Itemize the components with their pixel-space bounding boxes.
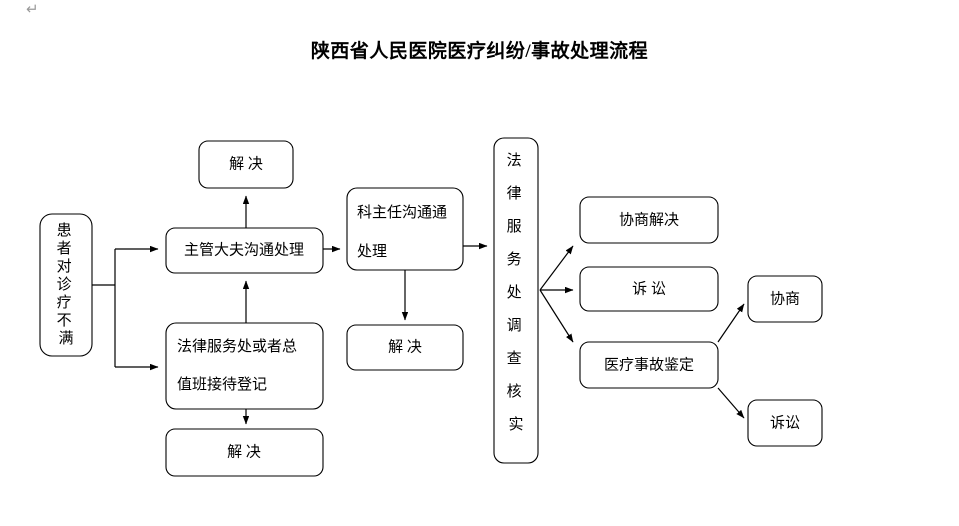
edge-accident-appraisal-negotiate (717, 303, 745, 343)
node-resolve-1-label: 解 决 (229, 155, 263, 172)
node-resolve-2-shape[interactable] (165, 428, 324, 477)
node-negotiate-label: 协商 (770, 290, 800, 307)
page-title: 陕西省人民医院医疗纠纷/事故处理流程 (310, 41, 649, 62)
node-accident-appraisal-shape[interactable] (579, 341, 719, 389)
node-legal-investigation-shape[interactable] (493, 137, 539, 464)
node-accident-appraisal-label: 医疗事故鉴定 (604, 356, 694, 373)
node-resolve-1[interactable]: 解 决 (198, 140, 294, 189)
edge-legal-invest-negotiate-settle (539, 245, 574, 291)
node-director-communication-shape[interactable] (346, 187, 464, 271)
paragraph-mark-icon: ↵ (26, 1, 39, 18)
node-litigation-2-label: 诉讼 (770, 414, 800, 431)
node-doctor-communication-shape[interactable] (165, 227, 324, 274)
node-patient-label: 患 者 对 诊 疗 不 满 (57, 222, 76, 347)
node-resolve-2-label: 解 决 (227, 443, 261, 460)
node-negotiated-settlement[interactable]: 协商解决 (579, 196, 719, 244)
node-litigation-1[interactable]: 诉 讼 (579, 266, 719, 312)
node-resolve-2[interactable]: 解 决 (165, 428, 324, 477)
node-accident-appraisal[interactable]: 医疗事故鉴定 (579, 341, 719, 389)
edge-accident-appraisal-litigation (717, 387, 745, 419)
node-litigation-1-label: 诉 讼 (632, 280, 666, 297)
node-resolve-1-shape[interactable] (198, 140, 294, 189)
node-legal-reception-shape[interactable] (165, 322, 324, 410)
node-litigation-2-shape[interactable] (747, 399, 823, 447)
node-resolve-3[interactable]: 解 决 (346, 324, 464, 371)
node-resolve-3-label: 解 决 (388, 338, 422, 355)
node-litigation-2[interactable]: 诉讼 (747, 399, 823, 447)
node-legal-reception[interactable]: 法律服务处或者总 值班接待登记 (165, 322, 324, 410)
node-resolve-3-shape[interactable] (346, 324, 464, 371)
node-patient[interactable]: 患 者 对 诊 疗 不 满 (39, 213, 93, 357)
connector-layer (92, 195, 745, 425)
node-legal-investigation-label: 法 律 服 务 处 调 查 核 实 (507, 152, 526, 433)
node-legal-reception-label: 法律服务处或者总 值班接待登记 (177, 338, 301, 393)
node-negotiated-settlement-label: 协商解决 (619, 211, 679, 228)
node-negotiate[interactable]: 协商 (747, 275, 823, 323)
node-litigation-1-shape[interactable] (579, 266, 719, 312)
node-director-communication[interactable]: 科主任沟通通 处理 (346, 187, 464, 271)
edge-legal-invest-accident-appraisal (539, 289, 574, 343)
node-patient-shape[interactable] (39, 213, 93, 357)
node-legal-investigation[interactable]: 法 律 服 务 处 调 查 核 实 (493, 137, 539, 464)
node-negotiate-shape[interactable] (747, 275, 823, 323)
node-negotiated-settlement-shape[interactable] (579, 196, 719, 244)
node-doctor-communication-label: 主管大夫沟通处理 (184, 241, 304, 258)
node-director-communication-label: 科主任沟通通 处理 (357, 204, 451, 260)
node-doctor-communication[interactable]: 主管大夫沟通处理 (165, 227, 324, 274)
